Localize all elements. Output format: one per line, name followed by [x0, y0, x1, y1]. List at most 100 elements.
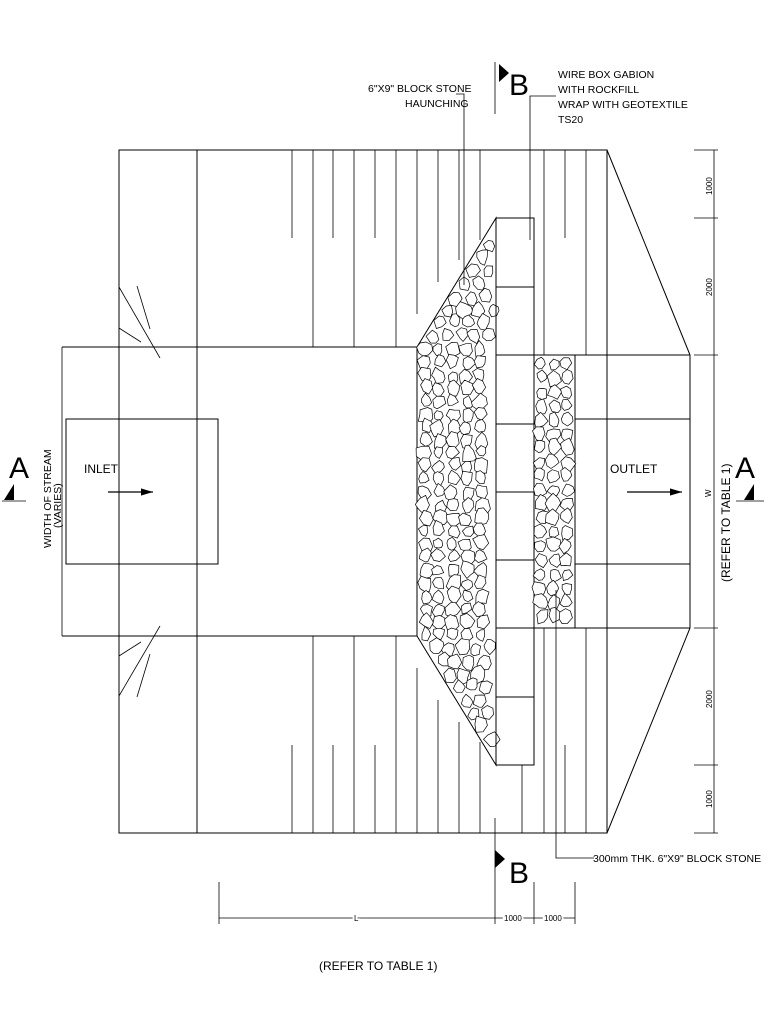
stone-shape — [559, 357, 573, 371]
stone-shape — [417, 525, 428, 537]
stone-shape — [473, 355, 486, 369]
stone-shape — [533, 467, 545, 482]
stone-shape — [561, 411, 574, 427]
stone-shape — [446, 498, 460, 511]
stone-shape — [421, 392, 433, 407]
stone-shape — [534, 440, 546, 453]
refer-table-bottom: (REFER TO TABLE 1) — [319, 959, 437, 973]
stone-shape — [475, 445, 487, 457]
stone-shape — [472, 694, 487, 708]
stone-shape — [473, 407, 488, 421]
callout-gabion-line3: WRAP WITH GEOTEXTILE — [558, 99, 688, 111]
stone-shape — [548, 411, 560, 428]
stone-shape — [447, 549, 461, 562]
stone-shape — [549, 358, 560, 371]
stone-shape — [425, 329, 440, 344]
stone-shape — [483, 265, 494, 278]
stone-shape — [445, 431, 460, 450]
stone-shape — [561, 369, 574, 385]
stone-shape — [476, 249, 488, 266]
stone-shape — [445, 512, 462, 528]
stone-shape — [452, 679, 466, 693]
stone-shape — [548, 607, 562, 624]
stone-shape — [536, 369, 548, 383]
stone-shape — [432, 343, 443, 357]
section-b-top-letter: B — [509, 69, 529, 102]
stone-shape — [431, 589, 445, 605]
stone-shape — [454, 638, 470, 656]
stone-shape — [446, 393, 459, 406]
stone-shape — [481, 705, 494, 720]
stone-shape — [446, 627, 459, 640]
inlet-box: INLET — [65, 418, 219, 565]
stone-shape — [431, 382, 445, 397]
callout-gabion-line4: TS20 — [558, 114, 583, 126]
stone-shape — [460, 560, 475, 580]
stone-shape — [562, 569, 574, 581]
stone-shape — [433, 410, 444, 421]
stone-shape — [549, 569, 562, 583]
stone-shape — [458, 343, 473, 357]
section-b-bottom-letter: B — [509, 857, 529, 890]
stone-shape — [488, 303, 500, 318]
outlet-label: OUTLET — [610, 462, 658, 476]
stone-shape — [448, 564, 460, 577]
stone-shape — [416, 341, 434, 357]
stone-shape — [465, 677, 478, 691]
stone-shape — [536, 388, 547, 400]
stone-shape — [447, 653, 463, 670]
stone-shape — [418, 471, 430, 484]
stone-shape — [432, 576, 444, 590]
wire-box-gabion — [495, 217, 535, 766]
stone-shape — [447, 469, 461, 486]
stone-shape — [462, 589, 474, 603]
dim-bottom-l: L — [354, 914, 359, 923]
refer-table-right: (REFER TO TABLE 1) — [719, 464, 733, 582]
stream-width-line1: WIDTH OF STREAM — [42, 449, 54, 548]
stone-shape — [548, 437, 563, 457]
stone-shape — [561, 525, 574, 541]
stone-shape — [561, 583, 572, 596]
callout-block-stone-line1: 6"X9" BLOCK STONE — [368, 83, 472, 95]
stone-shape — [559, 592, 573, 608]
stone-shape — [545, 536, 562, 552]
stone-shape — [561, 398, 573, 411]
stone-shape — [466, 329, 481, 345]
stone-shape — [448, 418, 463, 435]
stone-shape — [433, 446, 444, 459]
stone-shape — [560, 385, 572, 399]
stone-shape — [421, 417, 434, 434]
section-marker-a-right: A — [735, 452, 764, 502]
stone-shape — [472, 534, 490, 551]
stone-shape — [483, 731, 501, 747]
section-a-left-letter: A — [9, 452, 29, 485]
stone-shape — [548, 399, 562, 414]
stone-shape — [416, 355, 431, 370]
stone-shape — [471, 601, 486, 617]
stone-shape — [474, 340, 486, 359]
dim-right-top-2: 2000 — [705, 278, 714, 296]
stone-shape — [445, 446, 460, 460]
stone-shape — [417, 575, 432, 592]
stone-shape — [560, 437, 575, 456]
stone-shape — [544, 453, 560, 469]
stone-shape — [476, 614, 490, 630]
stone-shape — [546, 369, 562, 387]
stone-shape — [533, 356, 546, 370]
stone-shape — [432, 395, 447, 410]
stone-shape — [447, 379, 460, 397]
stone-shape — [431, 460, 445, 475]
stone-shape — [421, 589, 433, 605]
bottom-dimension-chain: L 1000 1000 — [218, 882, 576, 925]
stone-shape — [431, 565, 445, 576]
stream-width-line2: (VARIES) — [52, 483, 64, 528]
stone-shape — [432, 519, 445, 536]
stone-shape — [533, 523, 548, 539]
stone-shape — [483, 639, 496, 656]
inlet-label: INLET — [84, 462, 119, 476]
dim-right-top-1: 1000 — [705, 177, 714, 195]
stone-shape — [429, 637, 445, 654]
stone-shape — [462, 497, 475, 514]
stream-width-dimension: WIDTH OF STREAM (VARIES) — [42, 347, 64, 636]
